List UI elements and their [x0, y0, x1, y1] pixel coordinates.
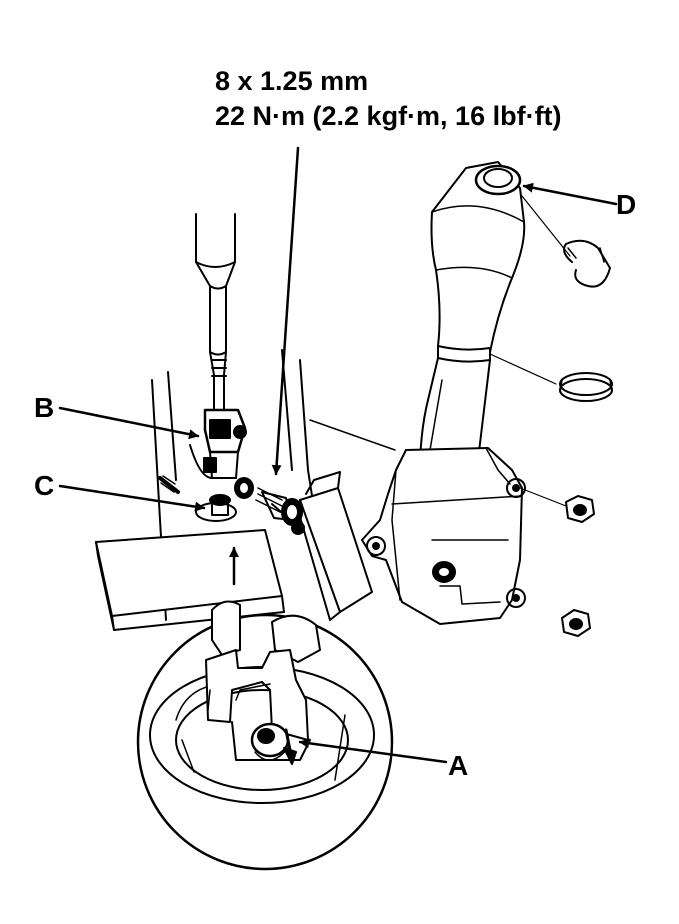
callout-b: B	[34, 392, 55, 423]
bolt-and-washer	[234, 477, 305, 535]
leader-line-d	[522, 182, 618, 206]
shift-boot	[418, 161, 526, 533]
torque-leader-line	[271, 146, 300, 476]
rod-mount	[297, 471, 373, 621]
pin-c	[195, 494, 237, 522]
guide-lines	[489, 195, 571, 507]
torque-spec-label: 22 N·m (2.2 kgf·m, 16 lbf·ft)	[215, 101, 562, 131]
boot-clip-lower	[559, 372, 613, 402]
bolt-size-label: 8 x 1.25 mm	[215, 66, 369, 96]
leader-line-c	[58, 484, 206, 512]
shift-cable	[195, 213, 236, 411]
boot-clip-upper	[563, 239, 611, 288]
callout-a: A	[448, 750, 469, 781]
leader-line-b	[58, 406, 200, 440]
callout-c: C	[34, 470, 55, 501]
small-bolt-left	[158, 475, 180, 494]
detail-circle	[136, 600, 394, 871]
nut-upper	[565, 495, 595, 523]
nut-lower	[561, 609, 591, 637]
callout-d: D	[616, 189, 637, 220]
shift-housing	[361, 447, 526, 625]
leader-line-a	[298, 738, 448, 764]
cable-end-b	[189, 408, 247, 479]
